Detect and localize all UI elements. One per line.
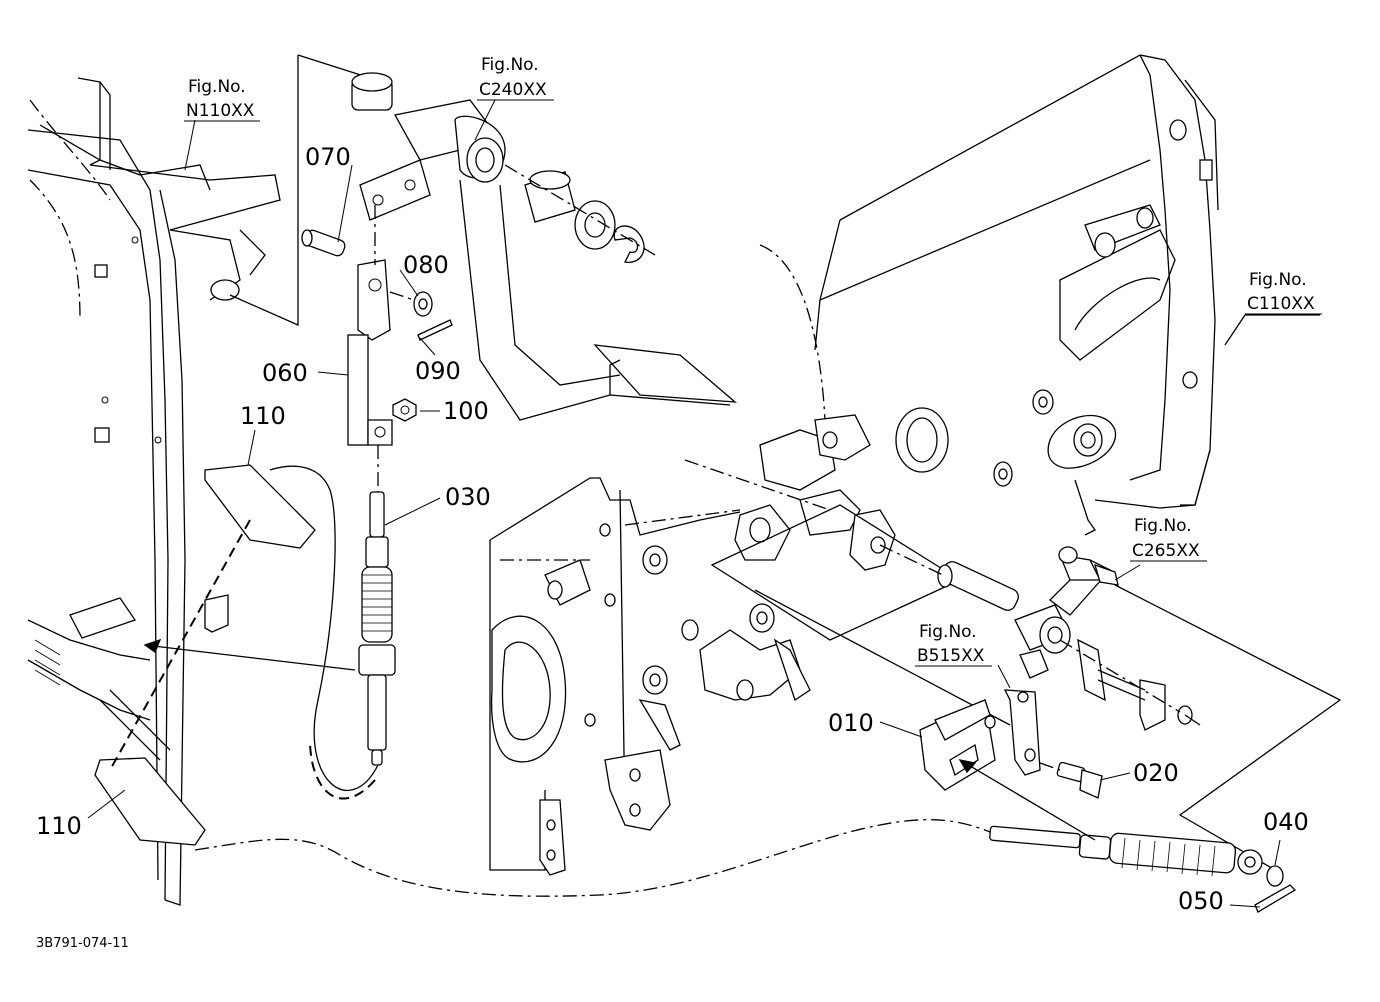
drawing-code: 3B791-074-11 [36, 936, 129, 951]
part-label-110-upper: 110 [240, 402, 286, 430]
fig-ref-b515: Fig.No. B515XX [915, 622, 992, 667]
part-label-020: 020 [1133, 759, 1179, 787]
fig-ref-b515-label: Fig.No. [919, 622, 977, 642]
lower-cable [194, 759, 1297, 913]
pedal-assembly [301, 72, 737, 495]
fig-ref-n110: Fig.No. N110XX [184, 77, 260, 122]
part-label-110-lower: 110 [36, 812, 82, 840]
shaft-lever-assembly [754, 544, 1342, 871]
part-label-070: 070 [305, 143, 351, 171]
lower-housing [489, 414, 962, 876]
part-label-090: 090 [415, 357, 461, 385]
fig-ref-c265-label: Fig.No. [1134, 516, 1192, 536]
part-label-030: 030 [445, 483, 491, 511]
throttle-cable-assembly [269, 465, 396, 800]
fig-ref-c240-label: Fig.No. [481, 55, 539, 75]
fig-ref-n110-code: N110XX [186, 101, 255, 121]
fig-ref-n110-label: Fig.No. [188, 77, 246, 97]
fig-ref-c240: Fig.No. C240XX [477, 55, 554, 101]
transmission-housing [759, 54, 1320, 536]
part-label-060: 060 [262, 359, 308, 387]
fig-ref-b515-code: B515XX [917, 646, 985, 666]
fig-ref-c110-code: C110XX [1247, 294, 1315, 314]
fig-ref-c240-code: C240XX [479, 80, 547, 100]
leader-lines [87, 99, 1281, 908]
part-label-040: 040 [1263, 808, 1309, 836]
part-label-100: 100 [443, 397, 489, 425]
fig-ref-c265: Fig.No. C265XX [1130, 516, 1207, 562]
fig-ref-c265-code: C265XX [1132, 541, 1200, 561]
bracket-assembly [919, 689, 1103, 799]
fig-ref-c110-label: Fig.No. [1249, 270, 1307, 290]
part-label-010: 010 [828, 709, 874, 737]
pedal-pads [94, 464, 356, 846]
left-frame-assembly [27, 54, 371, 906]
part-label-080: 080 [403, 251, 449, 279]
fig-ref-c110: Fig.No. C110XX [1245, 270, 1322, 315]
part-label-050: 050 [1178, 887, 1224, 915]
